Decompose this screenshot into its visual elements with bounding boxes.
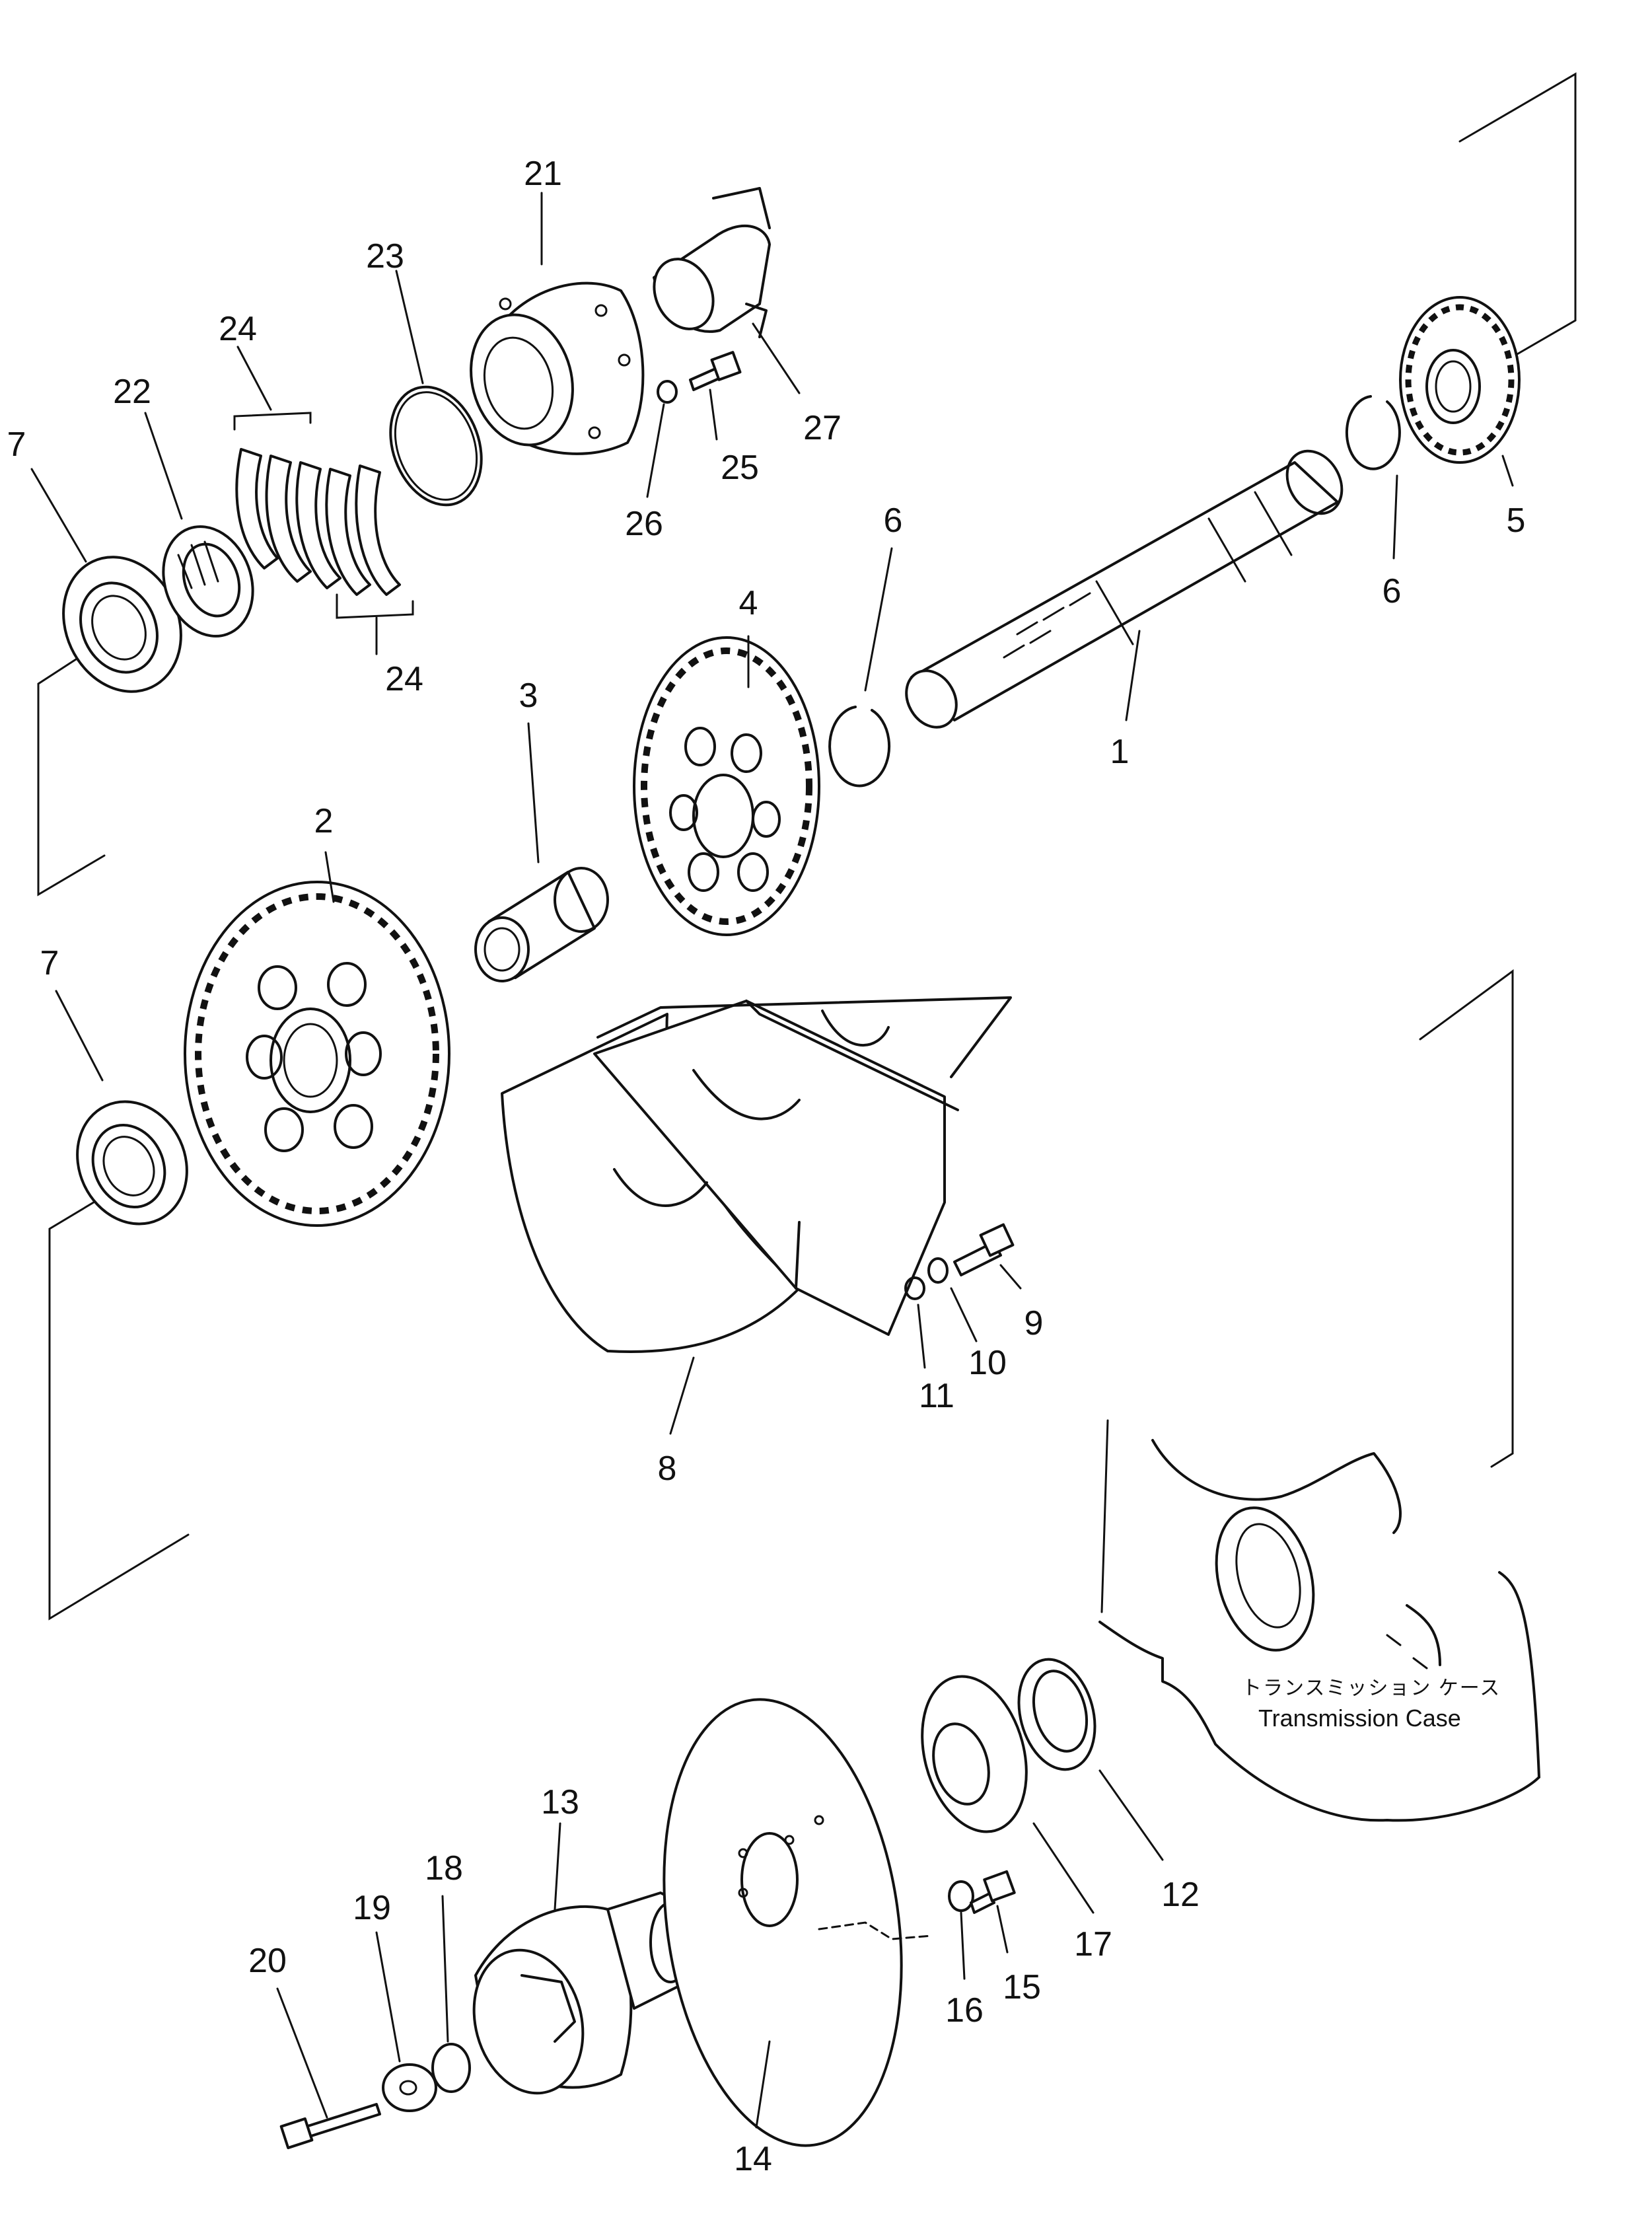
bolt-part-20 <box>279 2103 381 2150</box>
bearing-part-7 <box>62 556 188 1226</box>
washer-part-26 <box>657 380 678 404</box>
retainer-part-21 <box>470 281 645 455</box>
callout-1: 1 <box>1110 733 1130 771</box>
callout-22: 22 <box>113 373 151 411</box>
oil-seal-part-12 <box>1017 1658 1096 1771</box>
callout-18: 18 <box>425 1849 463 1888</box>
callout-25: 25 <box>721 449 759 487</box>
callout-17: 17 <box>1074 1925 1112 1964</box>
washer-part-10 <box>927 1257 949 1284</box>
callout-2: 2 <box>314 802 334 840</box>
medium-gear-part-4 <box>633 636 820 936</box>
callout-27: 27 <box>803 409 842 447</box>
leader-lines <box>30 192 1514 2129</box>
callout-26: 26 <box>625 505 663 543</box>
callout-14: 14 <box>734 2140 772 2178</box>
callout-16: 16 <box>945 1991 984 2030</box>
callout-20: 20 <box>248 1942 287 1980</box>
callout-6a: 6 <box>884 501 903 540</box>
callout-19: 19 <box>353 1889 391 1927</box>
shim-set-part-24 <box>233 412 414 619</box>
callout-15: 15 <box>1003 1968 1041 2006</box>
callout-6b: 6 <box>1383 572 1402 610</box>
callout-4: 4 <box>739 584 758 622</box>
washer-part-11 <box>904 1276 925 1300</box>
collar-part-17 <box>921 1675 1028 1833</box>
callout-labels: 1 2 3 4 5 6 6 7 7 8 9 10 11 12 13 14 15 … <box>7 155 1526 2178</box>
yoke-part-27 <box>653 187 771 338</box>
case-label-english: Transmission Case <box>1258 1705 1461 1732</box>
bolt-part-15 <box>970 1870 1016 1914</box>
bushing-part-3 <box>474 867 609 982</box>
callout-7a: 7 <box>7 425 26 464</box>
callout-12: 12 <box>1161 1876 1200 1914</box>
bolt-part-25 <box>689 351 742 391</box>
disc-part-14 <box>663 1698 933 2147</box>
large-gear-part-2 <box>184 881 450 1227</box>
shaft-part-1 <box>905 449 1344 729</box>
callout-8: 8 <box>658 1450 677 1488</box>
case-label-japanese: トランスミッション ケース <box>1242 1677 1501 1699</box>
small-gear-part-5 <box>1399 296 1521 464</box>
callout-7b: 7 <box>40 944 59 982</box>
assembly-bracket-upper <box>37 72 1577 897</box>
callout-23: 23 <box>366 237 404 275</box>
callout-3: 3 <box>519 677 538 715</box>
bolt-part-9 <box>953 1223 1015 1276</box>
coupling-part-13 <box>472 1891 692 2095</box>
transmission-case <box>1098 1439 1540 1822</box>
o-ring-part-23 <box>389 385 483 507</box>
callout-5: 5 <box>1507 501 1526 540</box>
callout-9: 9 <box>1024 1304 1044 1342</box>
callout-11: 11 <box>919 1377 954 1415</box>
guard-part-8 <box>501 996 1012 1354</box>
callout-24a: 24 <box>219 310 257 348</box>
callout-10: 10 <box>968 1344 1007 1382</box>
callout-24b: 24 <box>385 660 423 698</box>
callout-13: 13 <box>541 1783 579 1821</box>
seal-part-22 <box>162 525 254 638</box>
washer-part-16 <box>948 1880 974 1912</box>
snap-ring-part-6 <box>828 395 1401 788</box>
o-ring-part-18 <box>431 2043 471 2093</box>
callout-21: 21 <box>524 155 562 193</box>
assembly-bracket-lower <box>48 969 1514 1621</box>
washer-part-19 <box>382 2063 437 2112</box>
